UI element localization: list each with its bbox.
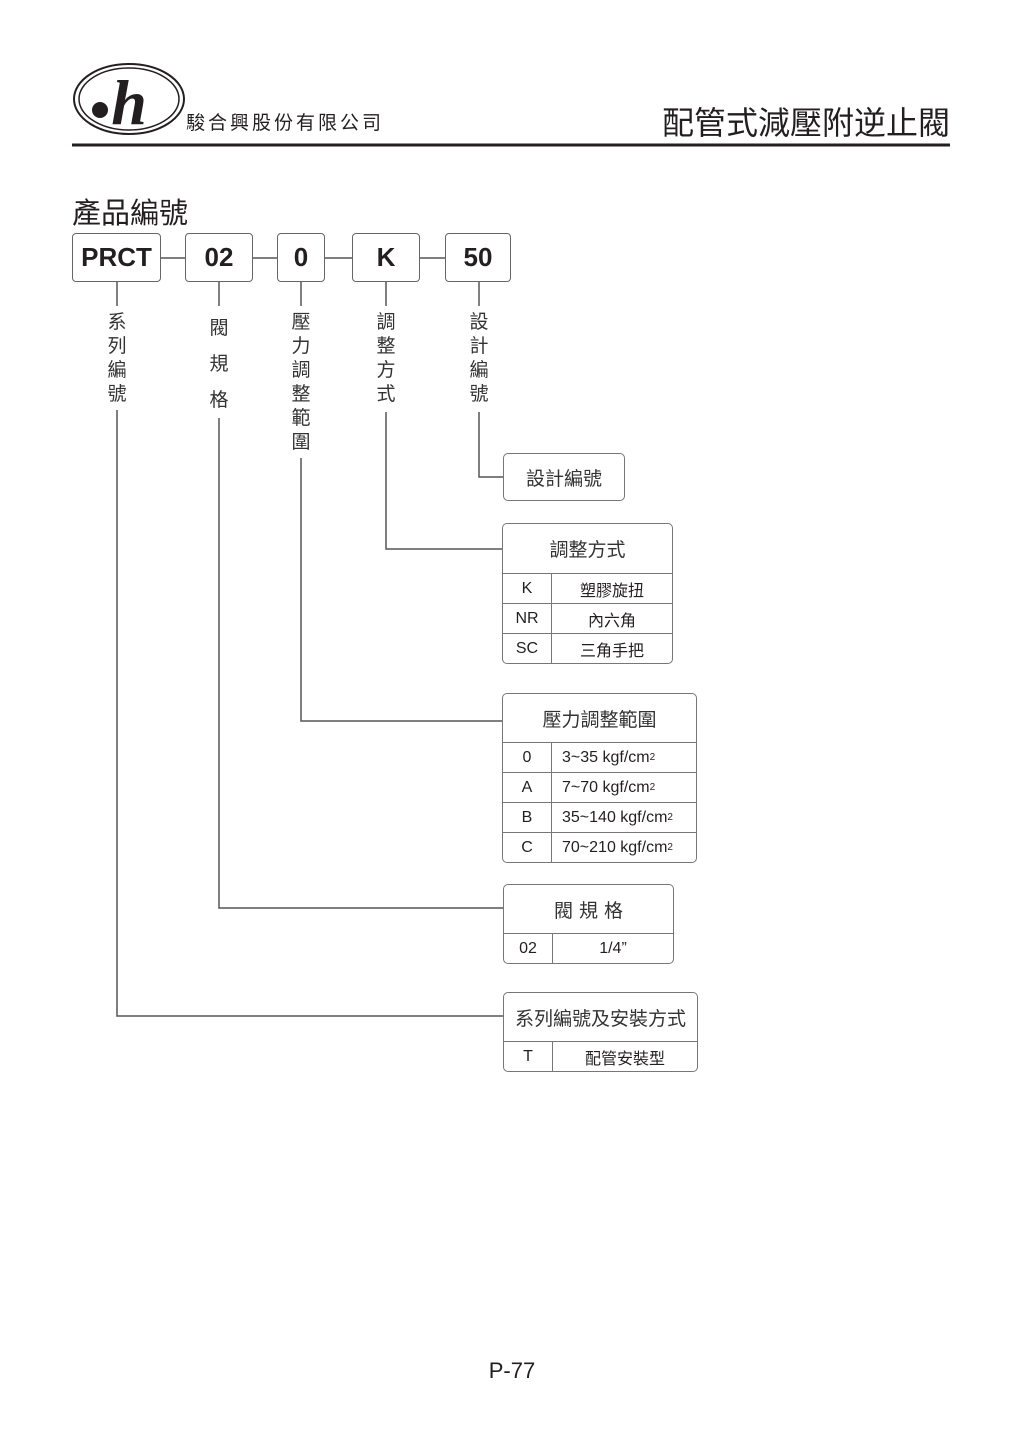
company-name: 駿合興股份有限公司 [186, 112, 385, 134]
row-desc: 配管安裝型 [584, 1050, 665, 1068]
row-desc: 35~140 kgf/cm [562, 808, 668, 826]
code-design: 50 [445, 233, 511, 282]
superscript: 2 [667, 842, 673, 853]
row-desc: 塑膠旋扭 [579, 582, 644, 600]
row-code: A [503, 773, 552, 802]
row-desc: 3~35 kgf/cm [562, 748, 650, 766]
row-code: K [503, 574, 552, 603]
code-size: 02 [185, 233, 253, 282]
row-code: SC [503, 634, 552, 663]
company-logo: h [72, 62, 186, 138]
label-series: 系列編號 [102, 310, 132, 406]
row-desc: 三角手把 [579, 642, 644, 660]
superscript: 2 [667, 812, 673, 823]
size-table: 閥 規 格 02 1/4” [503, 884, 674, 964]
superscript: 2 [649, 782, 656, 793]
row-code: C [503, 833, 552, 862]
label-pressure: 壓力調整範圍 [286, 310, 316, 454]
row-code: B [503, 803, 552, 832]
svg-text:h: h [111, 67, 147, 136]
row-code: NR [503, 604, 552, 633]
adjust-table: 調整方式 K 塑膠旋扭 NR 內六角 SC 三角手把 [502, 523, 673, 664]
row-code: 0 [503, 743, 552, 772]
row-desc: 7~70 kgf/cm [562, 778, 650, 796]
label-design: 設計編號 [464, 310, 494, 406]
design-box: 設計編號 [503, 453, 625, 501]
table-row: NR 內六角 [503, 604, 672, 634]
design-box-title: 設計編號 [525, 467, 602, 490]
row-desc: 1/4” [599, 939, 627, 957]
code-pressure: 0 [277, 233, 325, 282]
row-desc: 內六角 [587, 612, 636, 630]
table-row: 02 1/4” [504, 934, 673, 963]
superscript: 2 [649, 752, 656, 763]
code-series: PRCT [72, 233, 161, 282]
code-adjust: K [352, 233, 420, 282]
series-table: 系列編號及安裝方式 T 配管安裝型 [503, 992, 698, 1072]
table-title: 閥 規 格 [504, 885, 673, 934]
table-row: T 配管安裝型 [504, 1042, 697, 1071]
row-desc: 70~210 kgf/cm [562, 838, 668, 856]
table-title: 調整方式 [503, 524, 672, 574]
label-size: 閥規格 [204, 310, 234, 418]
page-number: P-77 [488, 1358, 536, 1383]
row-code: 02 [504, 934, 553, 963]
row-code: T [504, 1042, 553, 1071]
table-row: K 塑膠旋扭 [503, 574, 672, 604]
label-adjust: 調整方式 [371, 310, 401, 406]
table-row: SC 三角手把 [503, 634, 672, 663]
table-title: 壓力調整範圍 [503, 694, 696, 743]
table-title: 系列編號及安裝方式 [504, 993, 697, 1042]
page-title: 配管式減壓附逆止閥 [661, 104, 950, 142]
section-title: 產品編號 [72, 196, 189, 230]
